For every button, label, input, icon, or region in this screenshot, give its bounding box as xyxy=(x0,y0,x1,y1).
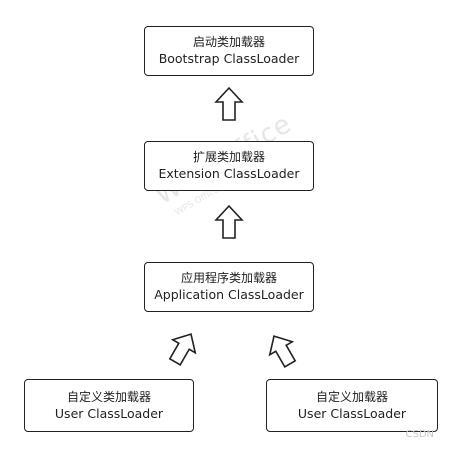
source-credit: CSDN xyxy=(405,429,434,440)
diagonal-arrow-icon xyxy=(268,335,297,368)
user2-label-zh: 自定义加载器 xyxy=(315,389,388,404)
bootstrap-label-en: Bootstrap ClassLoader xyxy=(158,51,300,66)
application-label-zh: 应用程序类加载器 xyxy=(180,271,277,285)
user-classloader-box-left: 自定义类加载器 User ClassLoader xyxy=(24,379,194,432)
user1-label-zh: 自定义类加载器 xyxy=(66,389,151,404)
extension-label-zh: 扩展类加载器 xyxy=(192,150,265,164)
up-arrow-icon xyxy=(214,204,244,239)
extension-classloader-box: 扩展类加载器 Extension ClassLoader xyxy=(144,141,314,191)
user-classloader-box-right: 自定义加载器 User ClassLoader xyxy=(266,379,438,432)
application-label-en: Application ClassLoader xyxy=(154,287,304,302)
up-arrow-icon xyxy=(214,86,244,121)
user1-label-en: User ClassLoader xyxy=(54,405,164,421)
extension-label-en: Extension ClassLoader xyxy=(158,166,300,181)
application-classloader-box: 应用程序类加载器 Application ClassLoader xyxy=(144,262,314,312)
bootstrap-label-zh: 启动类加载器 xyxy=(192,35,265,49)
user2-label-en: User ClassLoader xyxy=(297,405,407,421)
diagonal-arrow-icon xyxy=(168,333,197,366)
bootstrap-classloader-box: 启动类加载器 Bootstrap ClassLoader xyxy=(144,26,314,76)
